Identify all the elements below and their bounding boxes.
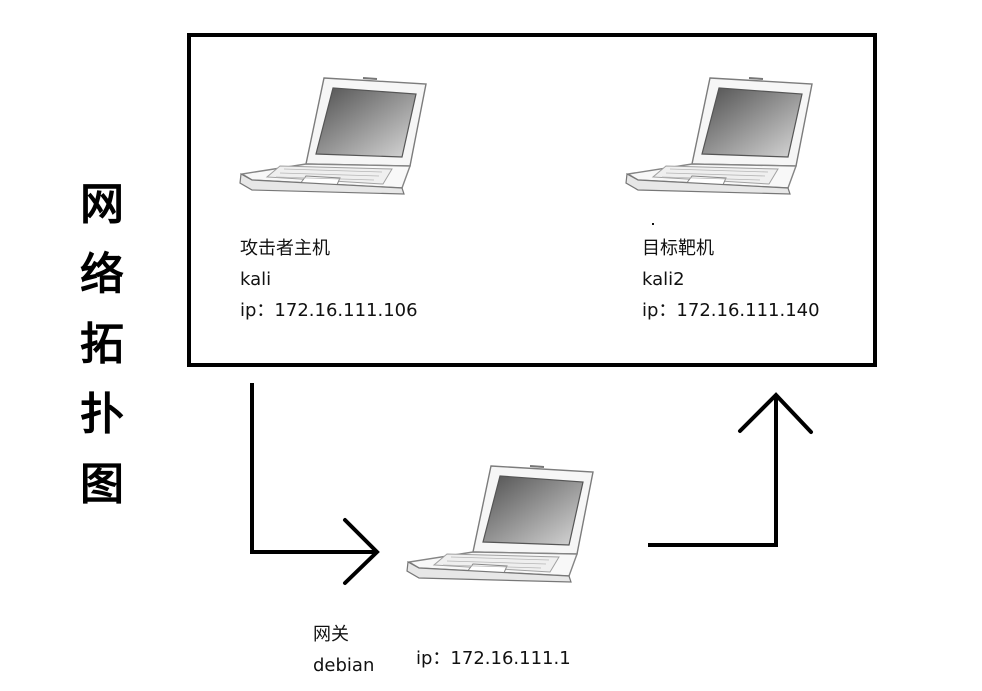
- gateway-label-group: 网关 debian: [313, 619, 374, 681]
- title-char-5: 图: [80, 459, 124, 510]
- title-char-3: 拓: [80, 319, 124, 370]
- laptop-icon: [239, 77, 427, 195]
- attacker-label-group: 攻击者主机 kali ip：172.16.111.106: [240, 233, 418, 326]
- arrow-icon: [250, 383, 377, 554]
- attacker-name-label: kali: [240, 269, 272, 290]
- small-dot-mark: [652, 223, 654, 225]
- arrow-icon: [343, 518, 380, 585]
- arrow-icon: [648, 395, 778, 547]
- arrow-icon: [738, 392, 813, 434]
- attacker-ip-label: ip：172.16.111.106: [240, 300, 418, 321]
- attacker-laptop-icon: [232, 66, 442, 206]
- target-name-label: kali2: [642, 269, 685, 290]
- title-char-4: 扑: [80, 389, 124, 440]
- vertical-title: 网 络 拓 扑 图: [78, 170, 126, 520]
- target-role-label: 目标靶机: [642, 238, 714, 259]
- target-laptop-icon: [618, 66, 828, 206]
- gateway-laptop-icon: [399, 454, 609, 594]
- gateway-role-label: 网关: [313, 624, 349, 645]
- title-char-1: 网: [80, 179, 124, 230]
- gateway-name-label: debian: [313, 655, 375, 676]
- target-ip-label: ip：172.16.111.140: [642, 300, 820, 321]
- laptop-icon: [625, 77, 813, 195]
- attacker-role-label: 攻击者主机: [240, 238, 330, 259]
- gateway-ip-label: ip：172.16.111.1: [416, 648, 571, 669]
- title-char-2: 络: [80, 249, 124, 300]
- target-label-group: 目标靶机 kali2 ip：172.16.111.140: [642, 233, 820, 326]
- laptop-icon: [406, 465, 594, 583]
- network-boundary-box: [187, 33, 877, 367]
